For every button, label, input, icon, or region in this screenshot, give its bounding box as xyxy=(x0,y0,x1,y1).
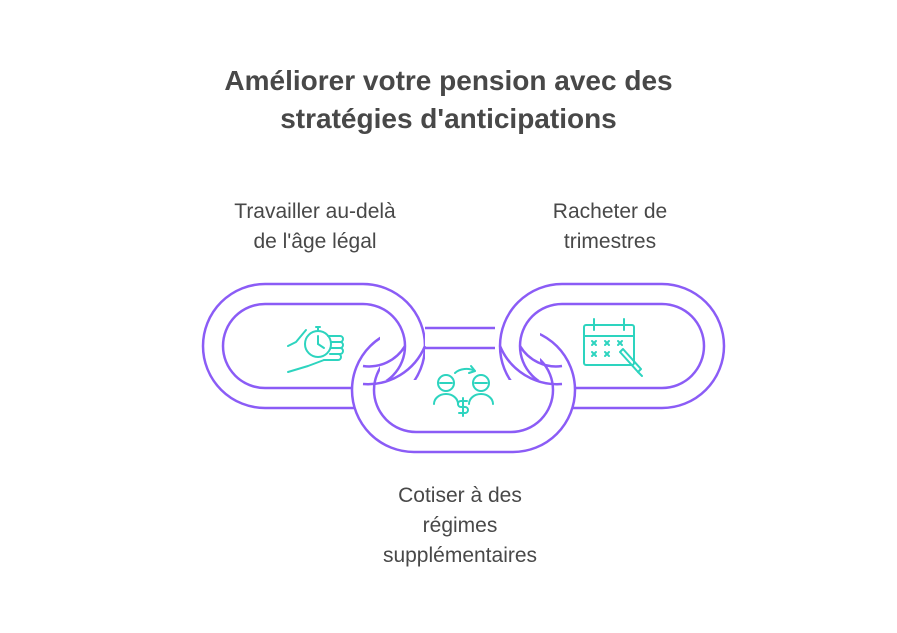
page-title: Améliorer votre pension avec des stratég… xyxy=(0,62,897,138)
label-buy-back-line-1: Racheter de xyxy=(552,200,668,223)
label-work-longer-line-2: de l'âge légal xyxy=(253,230,377,253)
page-title-line-2: stratégies d'anticipations xyxy=(280,102,617,134)
chain-overlap-left xyxy=(362,345,427,386)
label-supplementary-line-2: régimes xyxy=(422,514,498,537)
people-exchange-money-icon xyxy=(433,365,494,417)
chain-overlap-right xyxy=(498,345,563,386)
page-title-line-1: Améliorer votre pension avec des xyxy=(224,64,673,96)
label-work-longer-line-1: Travailler au-delà xyxy=(234,200,396,223)
label-supplementary-schemes: Cotiser à des régimes supplémentaires xyxy=(340,481,580,571)
label-supplementary-line-3: supplémentaires xyxy=(382,544,538,567)
calendar-pen-icon xyxy=(583,318,643,377)
label-work-longer: Travailler au-delà de l'âge légal xyxy=(195,197,435,257)
label-buy-back-line-2: trimestres xyxy=(563,230,657,253)
label-buy-back-quarters: Racheter de trimestres xyxy=(500,197,720,257)
label-supplementary-line-1: Cotiser à des xyxy=(398,484,522,507)
chain-link-supplementary-schemes xyxy=(350,326,577,454)
hand-stopwatch-icon xyxy=(287,326,344,373)
